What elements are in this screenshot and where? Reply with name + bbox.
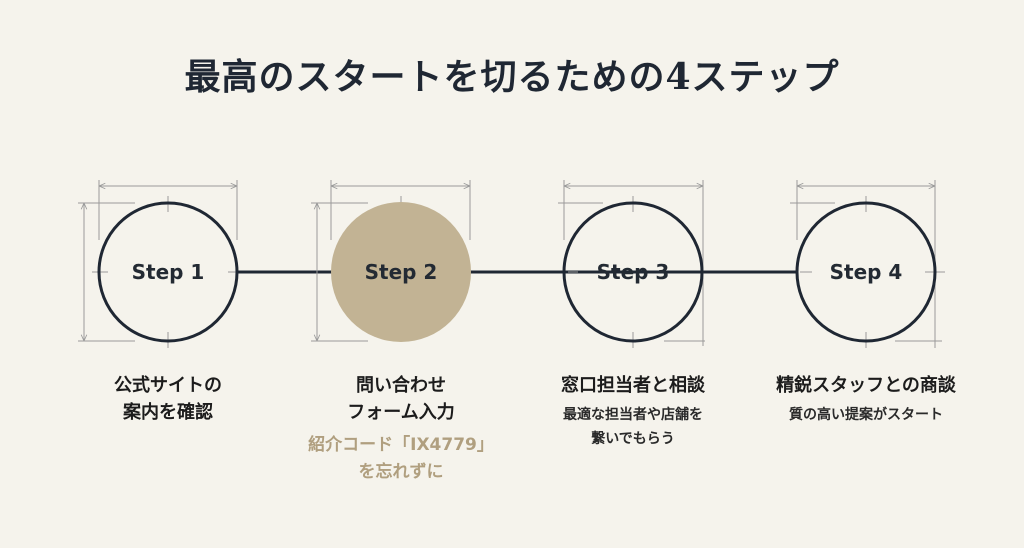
step-3-title: 窓口担当者と相談 <box>561 375 705 396</box>
step-4-label: Step 4 <box>829 260 903 284</box>
step-4-title: 精鋭スタッフとの商談 <box>776 375 956 396</box>
step-4-sub-line1: 質の高い提案がスタート <box>789 407 943 423</box>
step-1-title-line1: 公式サイトの <box>114 375 222 396</box>
step-4-caption: 精鋭スタッフとの商談 質の高い提案がスタート <box>746 372 986 427</box>
step-2-title-line2: フォーム入力 <box>347 402 455 423</box>
step-2-caption: 問い合わせ フォーム入力 紹介コード「IX4779」 を忘れずに <box>281 372 521 486</box>
step-3-label: Step 3 <box>596 260 670 284</box>
step-3-sub-line2: 繋いでもらう <box>591 431 675 447</box>
step-3-sub-line1: 最適な担当者や店舗を <box>563 407 703 423</box>
referral-code-line1: 紹介コード「IX4779」 <box>308 435 494 455</box>
step-3-subtitle: 最適な担当者や店舗を 繋いでもらう <box>513 403 753 451</box>
step-1-circle <box>97 201 239 343</box>
dimension-guides-step-2 <box>311 180 470 341</box>
referral-code-line2: を忘れずに <box>358 462 444 482</box>
step-3-circle <box>562 201 704 343</box>
step-2-title-line1: 問い合わせ <box>356 375 446 396</box>
step-2-circle <box>331 202 471 342</box>
step-3-caption: 窓口担当者と相談 最適な担当者や店舗を 繋いでもらう <box>513 372 753 451</box>
step-1-title-line2: 案内を確認 <box>123 402 213 423</box>
step-1-caption: 公式サイトの 案内を確認 <box>48 372 288 426</box>
referral-code-note: 紹介コード「IX4779」 を忘れずに <box>281 432 521 486</box>
step-4-subtitle: 質の高い提案がスタート <box>746 403 986 427</box>
step-2-label: Step 2 <box>364 260 438 284</box>
step-4-circle <box>795 201 937 343</box>
step-1-label: Step 1 <box>131 260 205 284</box>
page-title: 最高のスタートを切るための4ステップ <box>184 56 840 98</box>
